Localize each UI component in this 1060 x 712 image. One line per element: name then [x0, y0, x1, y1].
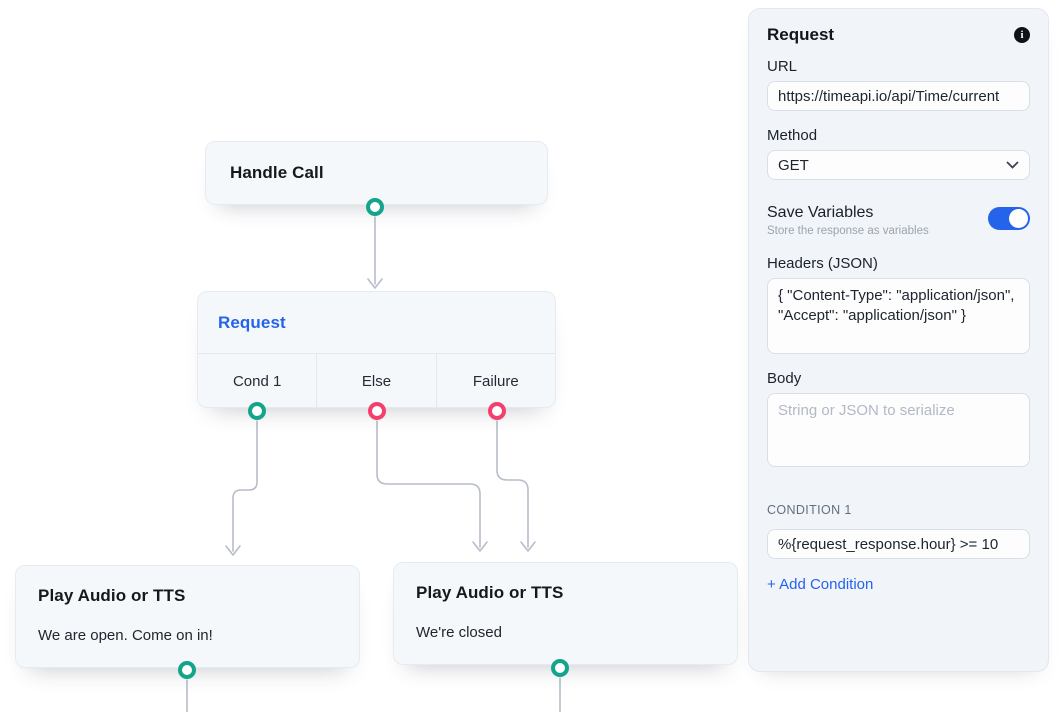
edge-cond1-playopen[interactable] [232, 420, 258, 552]
flow-canvas[interactable]: Handle Call Request Cond 1 Else Failure … [0, 0, 748, 712]
node-title: Play Audio or TTS [38, 586, 186, 605]
info-icon[interactable]: i [1014, 27, 1030, 43]
url-input[interactable] [767, 81, 1030, 111]
edge-failure-playclosed[interactable] [496, 420, 529, 548]
body-label: Body [767, 370, 802, 387]
output-port-handle-call[interactable] [366, 198, 384, 216]
method-value: GET [778, 156, 809, 174]
branch-failure[interactable]: Failure [435, 354, 555, 408]
node-play-audio-closed[interactable]: Play Audio or TTS We're closed [393, 562, 738, 665]
branch-cond-1[interactable]: Cond 1 [232, 372, 282, 390]
save-variables-description: Store the response as variables [767, 225, 929, 237]
node-handle-call[interactable]: Handle Call [205, 141, 548, 205]
node-subtitle: We are open. Come on in! [38, 627, 213, 644]
output-port-play-open[interactable] [178, 661, 196, 679]
method-label: Method [767, 127, 818, 144]
method-select[interactable]: GET [767, 150, 1030, 180]
headers-textarea[interactable]: { "Content-Type": "application/json", "A… [767, 278, 1030, 354]
save-variables-toggle[interactable] [988, 207, 1030, 230]
arrowhead-icon [472, 541, 488, 552]
output-port-cond-1[interactable] [248, 402, 266, 420]
arrowhead-icon [520, 541, 536, 552]
chevron-down-icon [1006, 161, 1019, 169]
arrowhead-icon [225, 545, 241, 556]
arrowhead-icon [367, 278, 383, 289]
panel-title: Request [767, 25, 835, 44]
toggle-knob [1009, 209, 1028, 228]
node-request[interactable]: Request Cond 1 Else Failure [197, 291, 556, 408]
output-port-play-closed[interactable] [551, 659, 569, 677]
edge-else-playclosed[interactable] [376, 420, 481, 548]
node-play-audio-open[interactable]: Play Audio or TTS We are open. Come on i… [15, 565, 360, 668]
node-title: Request [218, 312, 286, 332]
branch-else[interactable]: Else [316, 354, 435, 408]
node-subtitle: We're closed [416, 624, 502, 641]
properties-panel: Request i URL Method GET Save Variables … [748, 8, 1049, 672]
body-textarea[interactable]: String or JSON to serialize [767, 393, 1030, 467]
condition-1-input[interactable] [767, 529, 1030, 559]
condition-1-label: CONDITION 1 [767, 503, 852, 517]
url-label: URL [767, 58, 798, 75]
output-port-else[interactable] [368, 402, 386, 420]
add-condition-link[interactable]: + Add Condition [767, 576, 874, 593]
save-variables-label: Save Variables [767, 204, 874, 221]
headers-label: Headers (JSON) [767, 255, 878, 272]
node-title: Handle Call [230, 163, 324, 182]
output-port-failure[interactable] [488, 402, 506, 420]
node-title: Play Audio or TTS [416, 583, 564, 602]
